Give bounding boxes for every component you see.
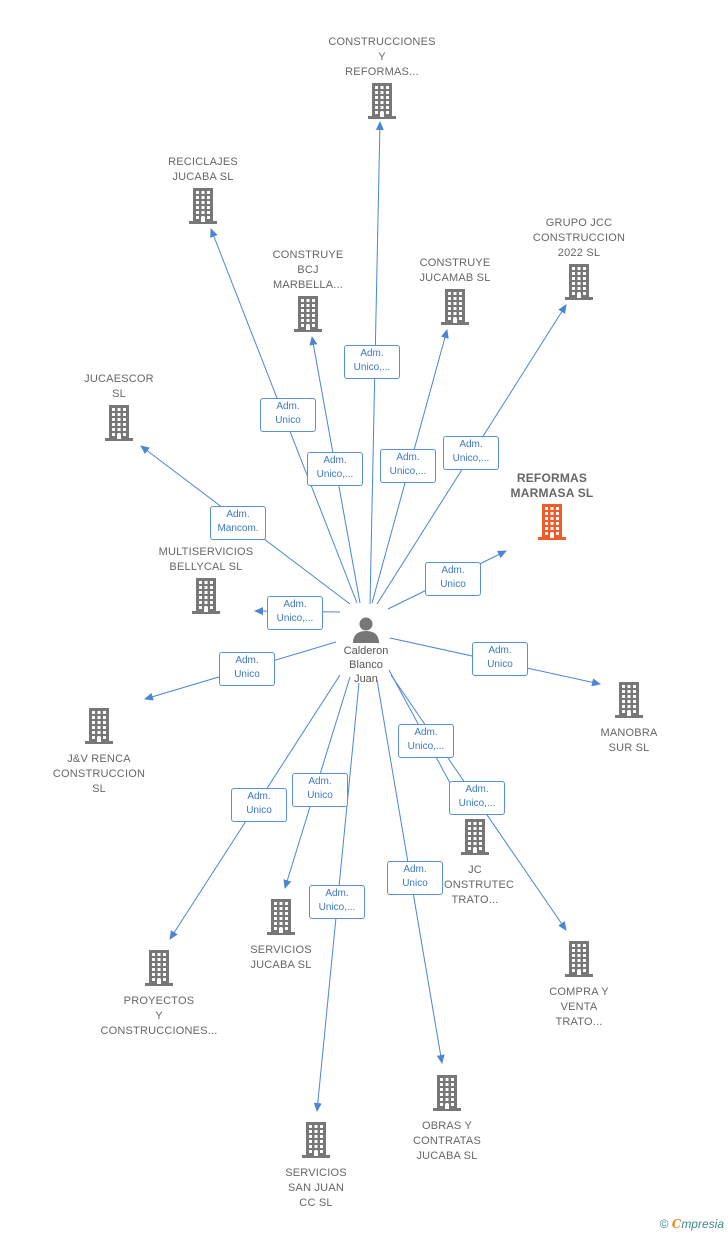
company-label: RECICLAJES JUCABA SL xyxy=(168,156,238,183)
edge-label-jc-construtec[interactable]: Adm. Unico,... xyxy=(398,724,454,758)
building-icon xyxy=(565,941,593,977)
center-person[interactable]: Calderon Blanco Juan xyxy=(326,614,406,686)
building-icon xyxy=(192,578,220,614)
edge-label-grupo-jcc[interactable]: Adm. Unico,... xyxy=(443,436,499,470)
company-node-servicios-san-juan[interactable]: SERVICIOS SAN JUAN CC SL xyxy=(241,1119,391,1211)
edge-label-reciclajes-jucaba[interactable]: Adm. Unico xyxy=(260,398,316,432)
company-node-obras-contratas[interactable]: OBRAS Y CONTRATAS JUCABA SL xyxy=(372,1072,522,1164)
building-icon xyxy=(294,296,322,332)
company-label: JUCAESCOR SL xyxy=(84,373,154,400)
company-label: SERVICIOS JUCABA SL xyxy=(250,944,312,971)
company-label: J&V RENCA CONSTRUCCION SL xyxy=(52,753,146,795)
person-icon xyxy=(353,617,379,643)
company-label: CONSTRUCCIONES Y REFORMAS... xyxy=(328,36,436,78)
building-icon xyxy=(105,405,133,441)
edge-label-construye-jucamab[interactable]: Adm. Unico,... xyxy=(380,449,436,483)
company-node-servicios-jucaba[interactable]: SERVICIOS JUCABA SL xyxy=(206,896,356,973)
company-label: GRUPO JCC CONSTRUCCION 2022 SL xyxy=(532,217,626,259)
edge-label-reformas-marmasa[interactable]: Adm. Unico xyxy=(425,562,481,596)
company-label: CONSTRUYE BCJ MARBELLA... xyxy=(272,249,344,291)
company-label: OBRAS Y CONTRATAS JUCABA SL xyxy=(412,1120,481,1162)
company-node-jv-renca[interactable]: J&V RENCA CONSTRUCCION SL xyxy=(24,705,174,797)
copyright-symbol: © xyxy=(659,1217,669,1231)
edge-label-servicios-jucaba[interactable]: Adm. Unico xyxy=(292,773,348,807)
edge-label-jv-renca[interactable]: Adm. Unico xyxy=(219,652,275,686)
edge-label-compra-venta[interactable]: Adm. Unico,... xyxy=(449,781,505,815)
company-node-grupo-jcc[interactable]: GRUPO JCC CONSTRUCCION 2022 SL xyxy=(504,216,654,300)
company-label: COMPRA Y VENTA TRATO... xyxy=(549,986,609,1028)
building-icon xyxy=(302,1122,330,1158)
edge-label-construye-bcj[interactable]: Adm. Unico,... xyxy=(307,452,363,486)
edge-label-servicios-san-juan[interactable]: Adm. Unico,... xyxy=(309,885,365,919)
company-node-manobra-sur[interactable]: MANOBRA SUR SL xyxy=(554,679,704,756)
brand-logo-initial: C xyxy=(671,1217,682,1231)
company-label: MANOBRA SUR SL xyxy=(600,727,658,754)
center-person-label: Calderon Blanco Juan xyxy=(343,645,389,685)
building-icon xyxy=(441,289,469,325)
company-node-multiservicios-bellycal[interactable]: MULTISERVICIOS BELLYCAL SL xyxy=(131,545,281,614)
company-node-reformas-marmasa[interactable]: REFORMAS MARMASA SL xyxy=(477,471,627,540)
edge-label-proyectos-construcciones[interactable]: Adm. Unico xyxy=(231,788,287,822)
building-icon xyxy=(565,264,593,300)
building-icon xyxy=(145,950,173,986)
company-node-proyectos-construcciones[interactable]: PROYECTOS Y CONSTRUCCIONES... xyxy=(84,947,234,1039)
building-icon xyxy=(615,682,643,718)
edge-label-jucaescor[interactable]: Adm. Mancom. xyxy=(210,506,266,540)
company-node-construye-bcj[interactable]: CONSTRUYE BCJ MARBELLA... xyxy=(233,248,383,332)
edge-label-multiservicios-bellycal[interactable]: Adm. Unico,... xyxy=(267,596,323,630)
company-label: MULTISERVICIOS BELLYCAL SL xyxy=(158,546,254,573)
building-icon xyxy=(267,899,295,935)
building-icon xyxy=(368,83,396,119)
edge-label-construcciones-reformas[interactable]: Adm. Unico,... xyxy=(344,345,400,379)
company-label: REFORMAS MARMASA SL xyxy=(510,471,594,500)
company-node-jucaescor[interactable]: JUCAESCOR SL xyxy=(44,372,194,441)
building-icon xyxy=(85,708,113,744)
company-label: PROYECTOS Y CONSTRUCCIONES... xyxy=(100,995,218,1037)
company-node-construye-jucamab[interactable]: CONSTRUYE JUCAMAB SL xyxy=(380,256,530,325)
company-node-compra-venta[interactable]: COMPRA Y VENTA TRATO... xyxy=(504,938,654,1030)
building-icon xyxy=(189,188,217,224)
building-icon xyxy=(461,819,489,855)
brand-name: mpresia xyxy=(681,1217,724,1231)
company-label: CONSTRUYE JUCAMAB SL xyxy=(419,257,491,284)
company-label: JC CONSTRUTEC TRATO... xyxy=(435,864,515,906)
edge-label-obras-contratas[interactable]: Adm. Unico xyxy=(387,861,443,895)
company-node-jc-construtec[interactable]: JC CONSTRUTEC TRATO... xyxy=(400,816,550,908)
company-node-construcciones-reformas[interactable]: CONSTRUCCIONES Y REFORMAS... xyxy=(307,35,457,119)
building-icon xyxy=(538,504,566,540)
building-icon xyxy=(433,1075,461,1111)
company-label: SERVICIOS SAN JUAN CC SL xyxy=(285,1167,347,1209)
edge-label-manobra-sur[interactable]: Adm. Unico xyxy=(472,642,528,676)
footer-brand[interactable]: © Cmpresia xyxy=(660,1217,724,1231)
company-node-reciclajes-jucaba[interactable]: RECICLAJES JUCABA SL xyxy=(128,155,278,224)
